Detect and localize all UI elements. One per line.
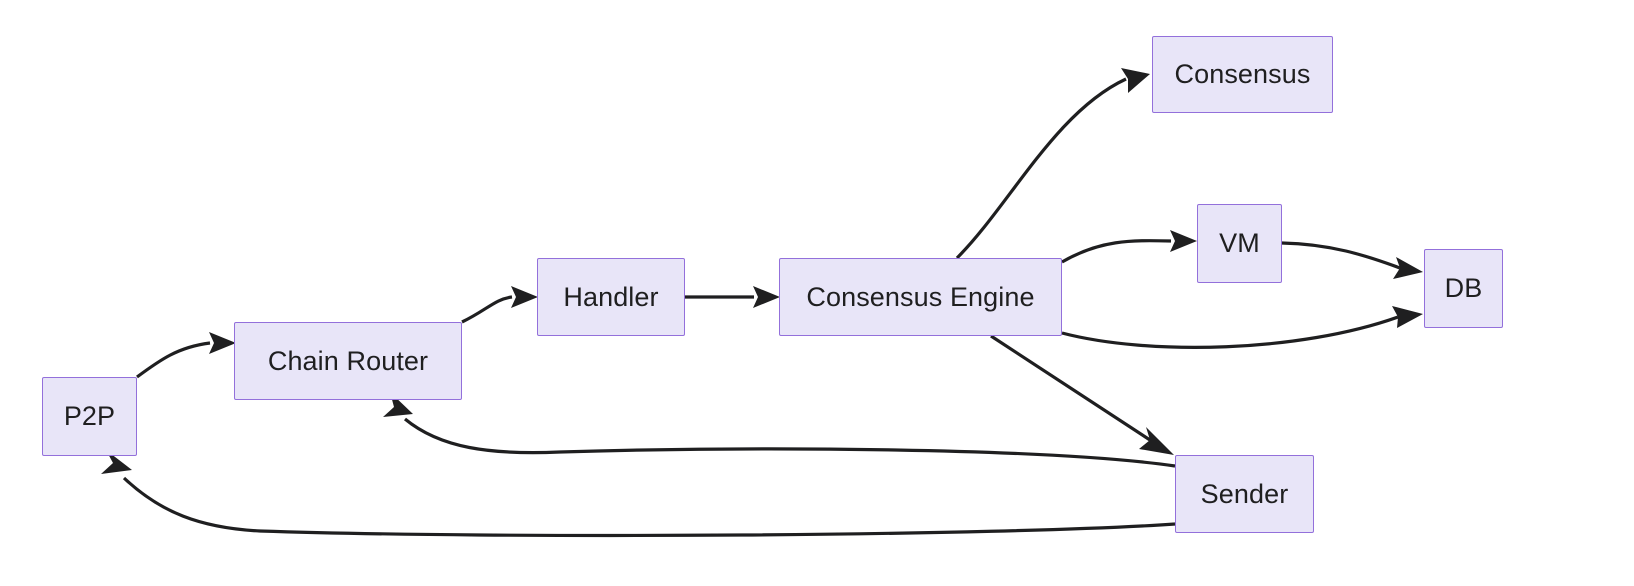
node-label-chain-router: Chain Router <box>267 345 429 376</box>
edge-handler-engine <box>685 286 780 308</box>
node-label-sender: Sender <box>1200 478 1289 509</box>
edge-p2p-router <box>136 332 236 379</box>
node-label-db: DB <box>1444 273 1483 303</box>
node-label-vm: VM <box>1219 228 1260 258</box>
arrow-head-icon <box>101 450 132 474</box>
node-label-p2p: P2P <box>63 401 116 431</box>
node-sender[interactable]: Sender <box>1175 455 1314 533</box>
edge-engine-vm <box>1061 230 1197 264</box>
arrow-head-icon <box>1392 306 1423 328</box>
node-p2p[interactable]: P2P <box>42 377 137 456</box>
edge-sender-p2p <box>101 450 1176 538</box>
edge-engine-db <box>1061 306 1423 349</box>
node-label-consensus: Consensus <box>1174 59 1311 89</box>
arrow-head-icon <box>1121 68 1150 93</box>
node-consensus[interactable]: Consensus <box>1152 36 1333 113</box>
arrow-head-icon <box>1393 257 1423 279</box>
edge-router-handler <box>461 286 538 324</box>
arrow-head-icon <box>1170 230 1197 252</box>
arrow-head-icon <box>511 286 538 308</box>
node-label-consensus-engine: Consensus Engine <box>806 281 1035 312</box>
node-label-handler: Handler <box>563 281 659 312</box>
edge-sender-router <box>383 392 1176 468</box>
edge-engine-sender <box>990 334 1174 455</box>
arrow-head-icon <box>209 332 236 354</box>
node-handler[interactable]: Handler <box>537 258 685 336</box>
node-vm[interactable]: VM <box>1197 204 1282 283</box>
node-consensus-engine[interactable]: Consensus Engine <box>779 258 1062 336</box>
node-db[interactable]: DB <box>1424 249 1503 328</box>
edge-engine-consensus <box>955 68 1150 260</box>
arrow-head-icon <box>383 392 413 417</box>
node-chain-router[interactable]: Chain Router <box>234 322 462 400</box>
arrow-head-icon <box>1139 427 1174 455</box>
edge-vm-db <box>1281 241 1423 279</box>
arrow-head-icon <box>753 286 780 308</box>
